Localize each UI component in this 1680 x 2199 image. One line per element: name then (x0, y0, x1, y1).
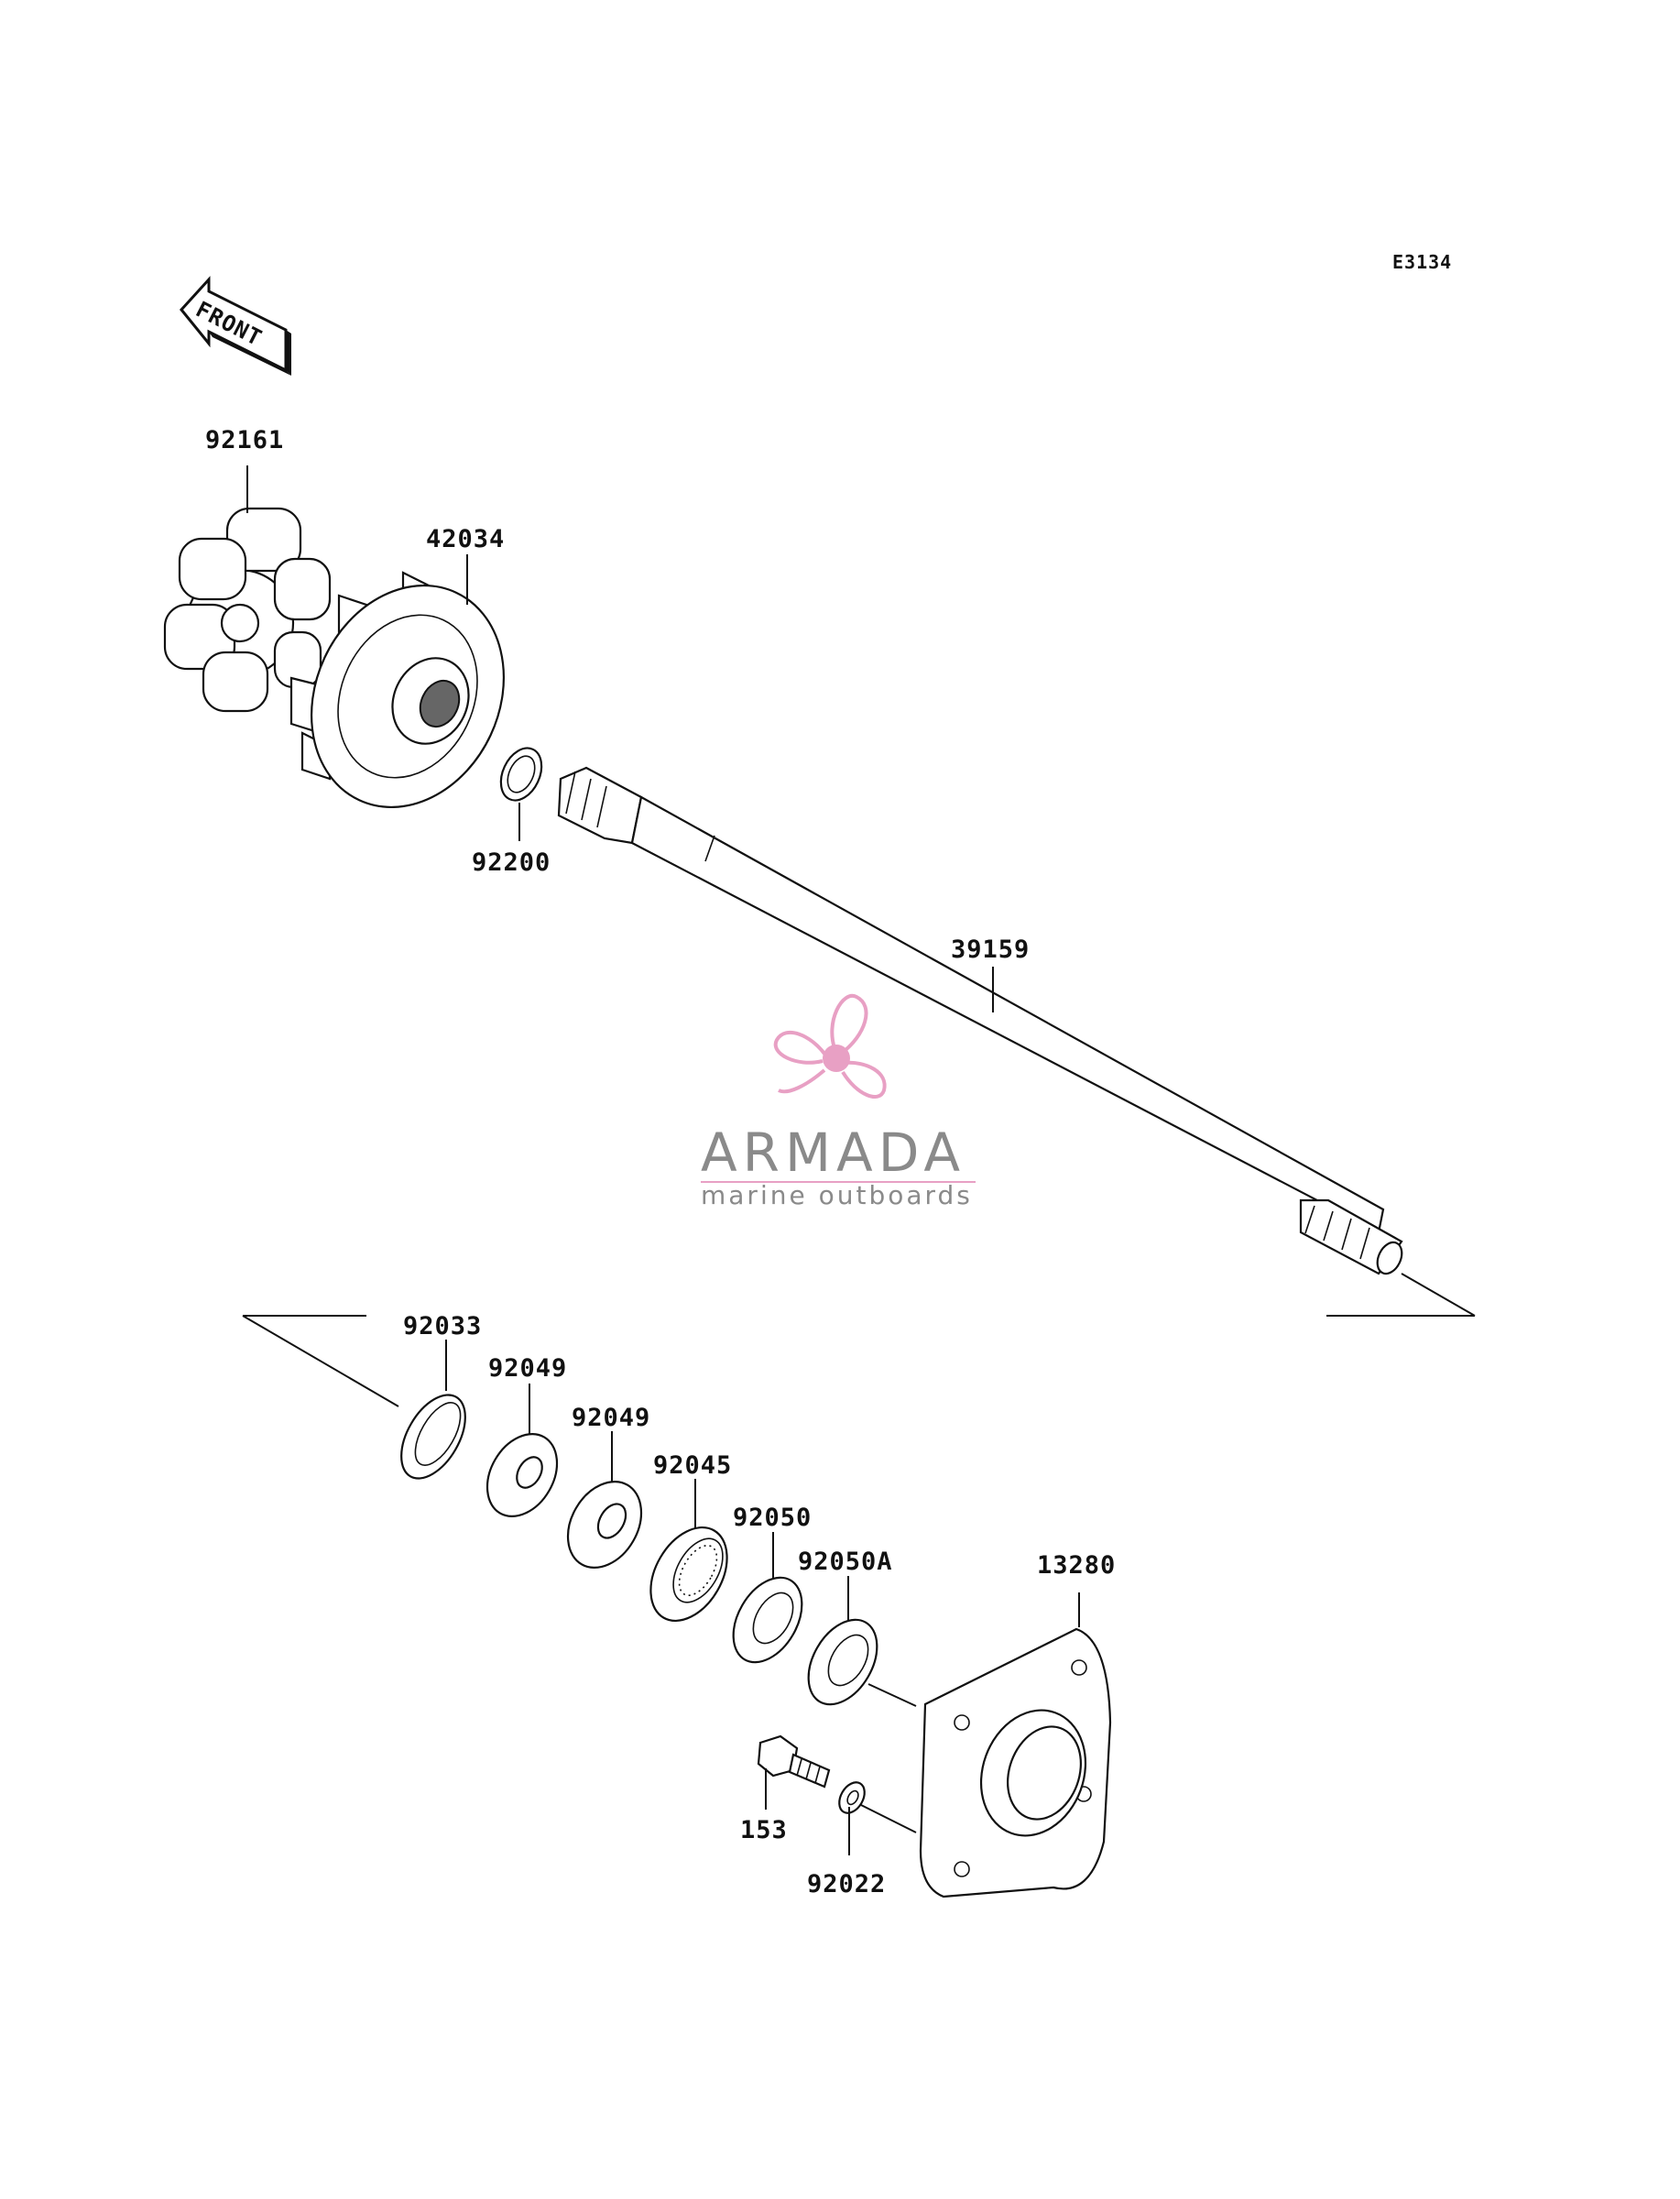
label-92049-b[interactable]: 92049 (572, 1404, 650, 1432)
label-92050A[interactable]: 92050A (798, 1548, 893, 1576)
label-39159[interactable]: 39159 (951, 935, 1030, 964)
bolt (757, 1734, 831, 1789)
oil-seal-3 (732, 1576, 803, 1664)
label-13280[interactable]: 13280 (1037, 1551, 1116, 1580)
needle-bearing (649, 1526, 728, 1623)
label-92050[interactable]: 92050 (733, 1504, 812, 1532)
label-92161[interactable]: 92161 (205, 426, 284, 454)
oil-seal-1 (485, 1432, 559, 1518)
leader-lines (242, 465, 1476, 1855)
brand-tagline: marine outboards (701, 1180, 973, 1210)
label-92033[interactable]: 92033 (403, 1312, 482, 1340)
diagram-code: E3134 (1392, 251, 1452, 273)
label-153[interactable]: 153 (740, 1816, 788, 1844)
circlip (400, 1394, 466, 1480)
drive-shaft (557, 766, 1403, 1275)
label-92200[interactable]: 92200 (472, 848, 551, 877)
front-arrow-icon: FRONT (180, 276, 291, 376)
oil-seal-4 (807, 1618, 878, 1706)
label-92022[interactable]: 92022 (807, 1870, 886, 1898)
brand-name: ARMADA (701, 1121, 965, 1184)
label-92045[interactable]: 92045 (653, 1451, 732, 1480)
part-labels: 92161 42034 92200 39159 92033 92049 9204… (205, 426, 1116, 1898)
bearing-housing (919, 1627, 1112, 1898)
propeller-icon (773, 993, 887, 1100)
label-42034[interactable]: 42034 (426, 525, 505, 553)
oil-seal-2 (566, 1481, 643, 1569)
impeller (289, 571, 506, 809)
label-92049-a[interactable]: 92049 (488, 1354, 567, 1383)
washer (499, 747, 543, 802)
rubber-coupling (163, 507, 332, 713)
small-washer (838, 1781, 866, 1814)
armada-logo: ARMADA marine outboards (701, 993, 976, 1210)
